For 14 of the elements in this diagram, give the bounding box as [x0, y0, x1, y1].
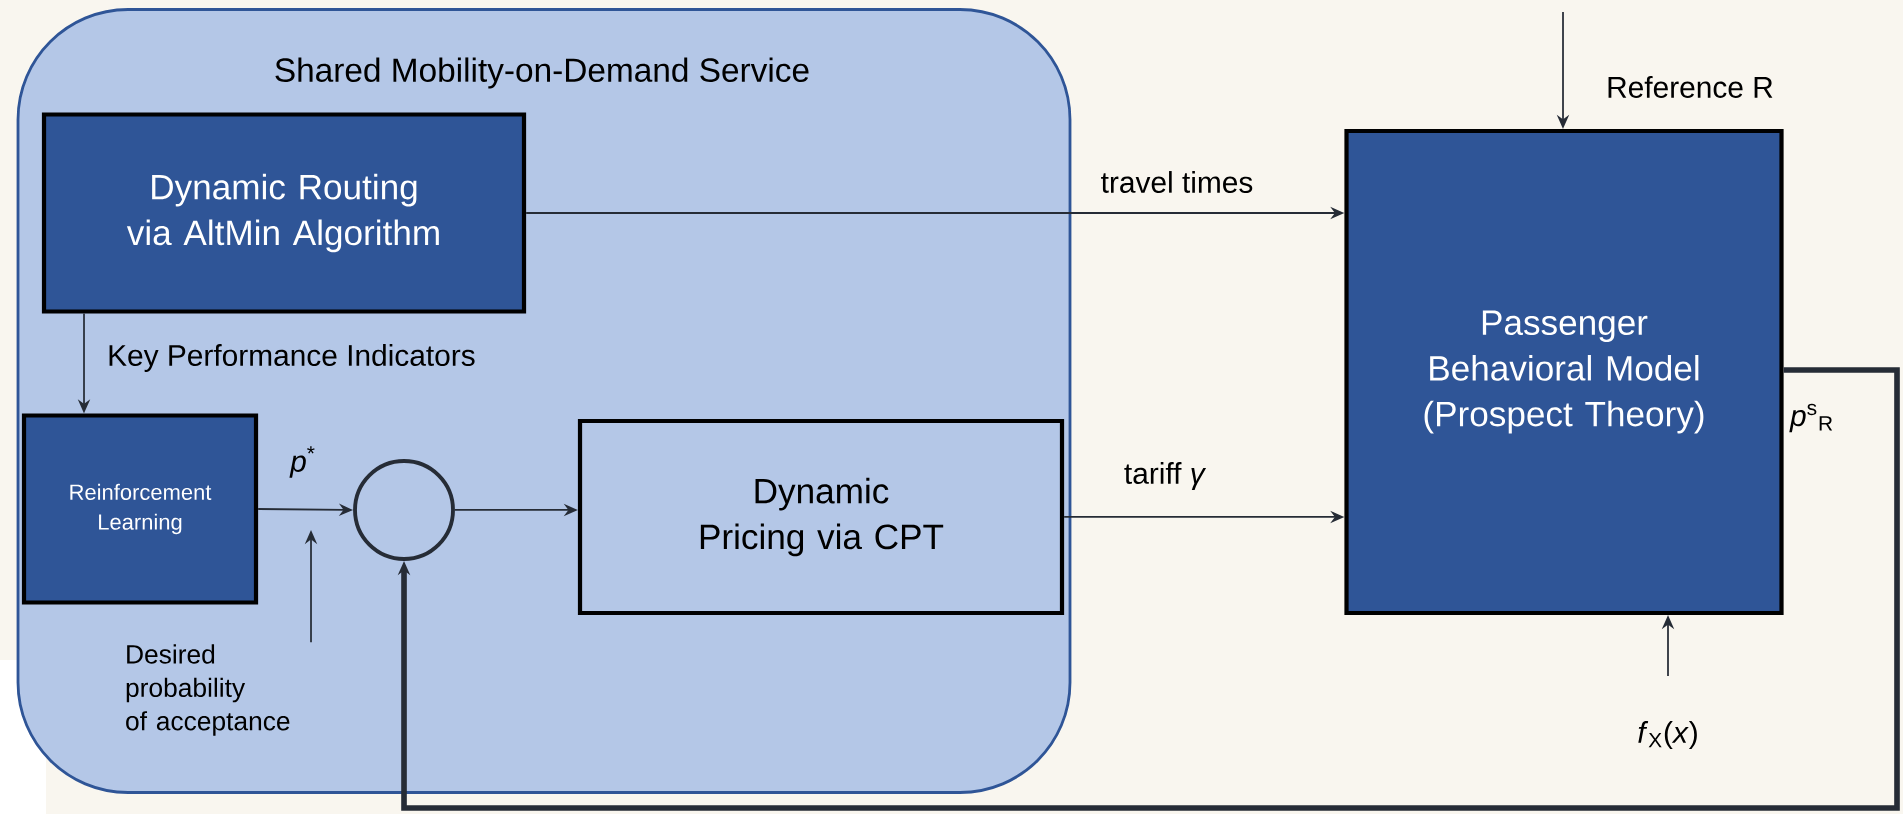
note-text: Desired probability of acceptance [126, 644, 290, 736]
process-box: Dynamic Routing via AltMin Algorithm [41, 112, 527, 314]
process-box: Dynamic Pricing via CPT [577, 418, 1065, 616]
arrow [397, 367, 1900, 811]
edge-label: p$^{*}$ [289, 446, 315, 478]
edge-label: f$_{X}$(x) [1638, 721, 1697, 749]
edge-label: travel times [1101, 171, 1253, 193]
summing-circle [353, 459, 455, 561]
edge-label: p$^{s}$R [1789, 403, 1833, 433]
process-box: Reinforcement Learning [21, 413, 259, 605]
edge-label: tariff γ [1124, 462, 1207, 490]
edge-label: Reference R [1608, 76, 1773, 98]
process-box: Passenger Behavioral Model (Prospect Theory) [1344, 128, 1784, 616]
edge-label: Key Performance Indicators [109, 344, 475, 372]
